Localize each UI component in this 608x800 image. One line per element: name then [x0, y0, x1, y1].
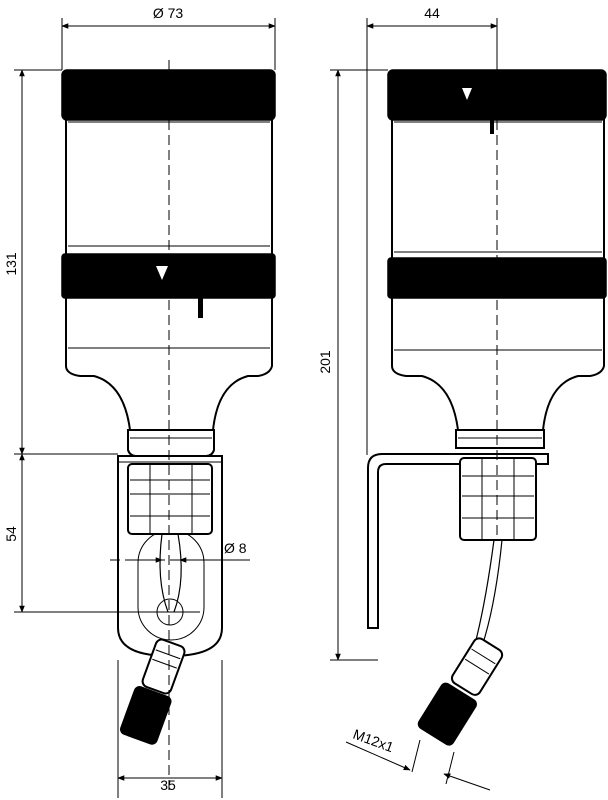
side-connector [417, 637, 504, 746]
front-cable-gland [127, 463, 213, 535]
dim-width-bottom: 35 [160, 777, 176, 793]
side-cable-gland [459, 457, 537, 541]
front-view [61, 60, 276, 790]
side-view [367, 60, 607, 746]
dim-height-total: 201 [317, 350, 333, 374]
front-neck [127, 429, 215, 457]
dim-connector-thread: M12x1 [351, 726, 396, 755]
side-l-bracket [367, 453, 549, 629]
side-body-outline [391, 71, 605, 431]
side-cable [475, 539, 495, 641]
dim-width-side: 44 [424, 5, 440, 21]
dim-diameter-cable: Ø 8 [224, 540, 247, 556]
side-align-marker-icon [462, 88, 472, 100]
front-cable [159, 533, 169, 613]
dim-diameter-top: Ø 73 [153, 5, 184, 21]
front-connector [120, 638, 186, 745]
front-align-marker-icon [156, 266, 168, 280]
dim-height-bracket: 54 [3, 526, 19, 542]
dim-height-body: 131 [3, 252, 19, 276]
